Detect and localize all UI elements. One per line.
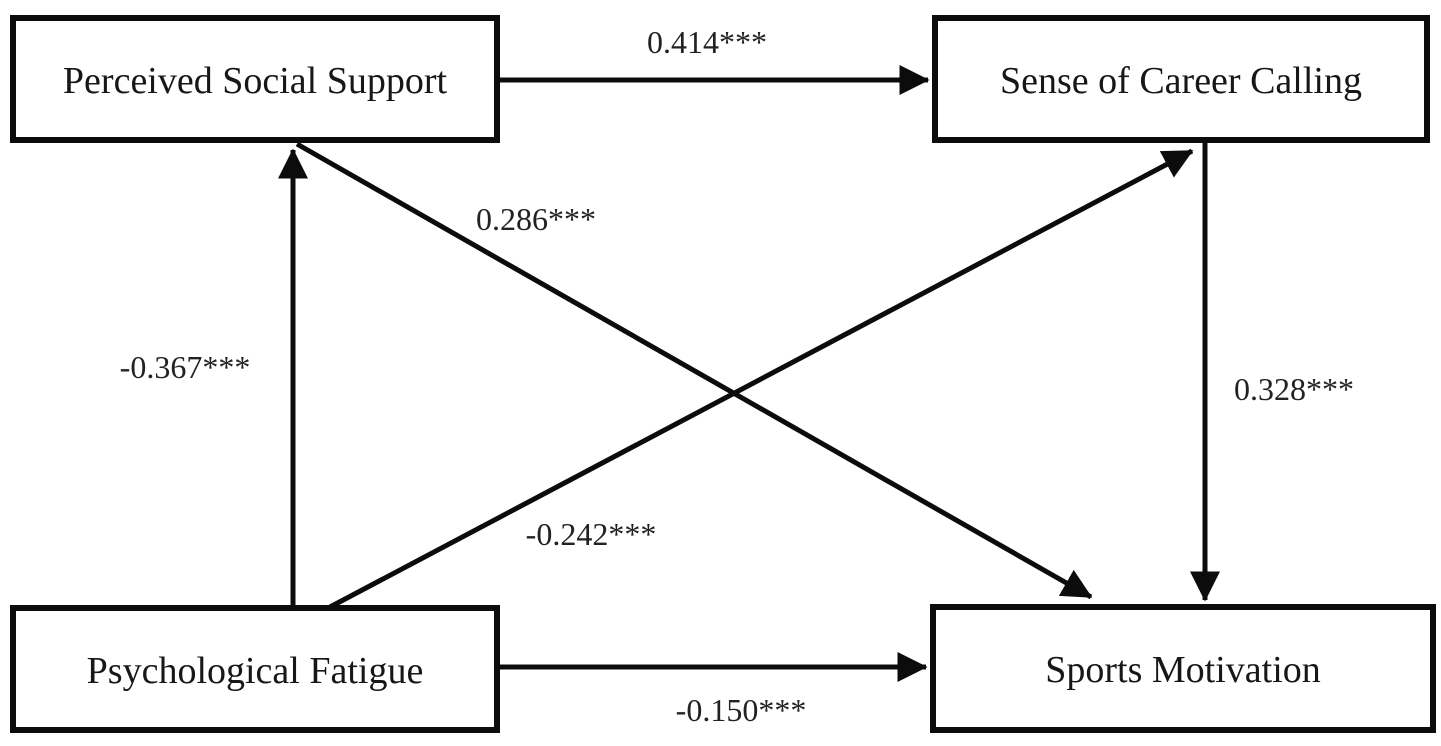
- edge-fatigue-to-calling-arrow: [328, 148, 1194, 610]
- node-sense-of-career-calling-box: [932, 15, 1430, 143]
- node-sense-of-career-calling-label: Sense of Career Calling: [1000, 60, 1362, 102]
- coefficient-calling-to-motivation: 0.328***: [1234, 371, 1354, 407]
- node-perceived-social-support-label: Perceived Social Support: [63, 60, 448, 102]
- coefficient-support-to-motivation: 0.286***: [476, 201, 596, 237]
- coefficient-support-to-calling: 0.414***: [647, 24, 767, 60]
- coefficient-fatigue-to-motivation: -0.150***: [676, 692, 807, 728]
- node-psychological-fatigue-box: [10, 605, 500, 733]
- node-sports-motivation-label: Sports Motivation: [1045, 649, 1321, 691]
- coefficient-fatigue-to-calling: -0.242***: [526, 516, 657, 552]
- coefficient-fatigue-to-support: -0.367***: [120, 349, 251, 385]
- node-perceived-social-support-box: [10, 15, 500, 143]
- node-sports-motivation-box: [930, 604, 1436, 733]
- node-psychological-fatigue-label: Psychological Fatigue: [87, 650, 424, 692]
- edge-support-to-motivation-arrow: [295, 141, 1093, 600]
